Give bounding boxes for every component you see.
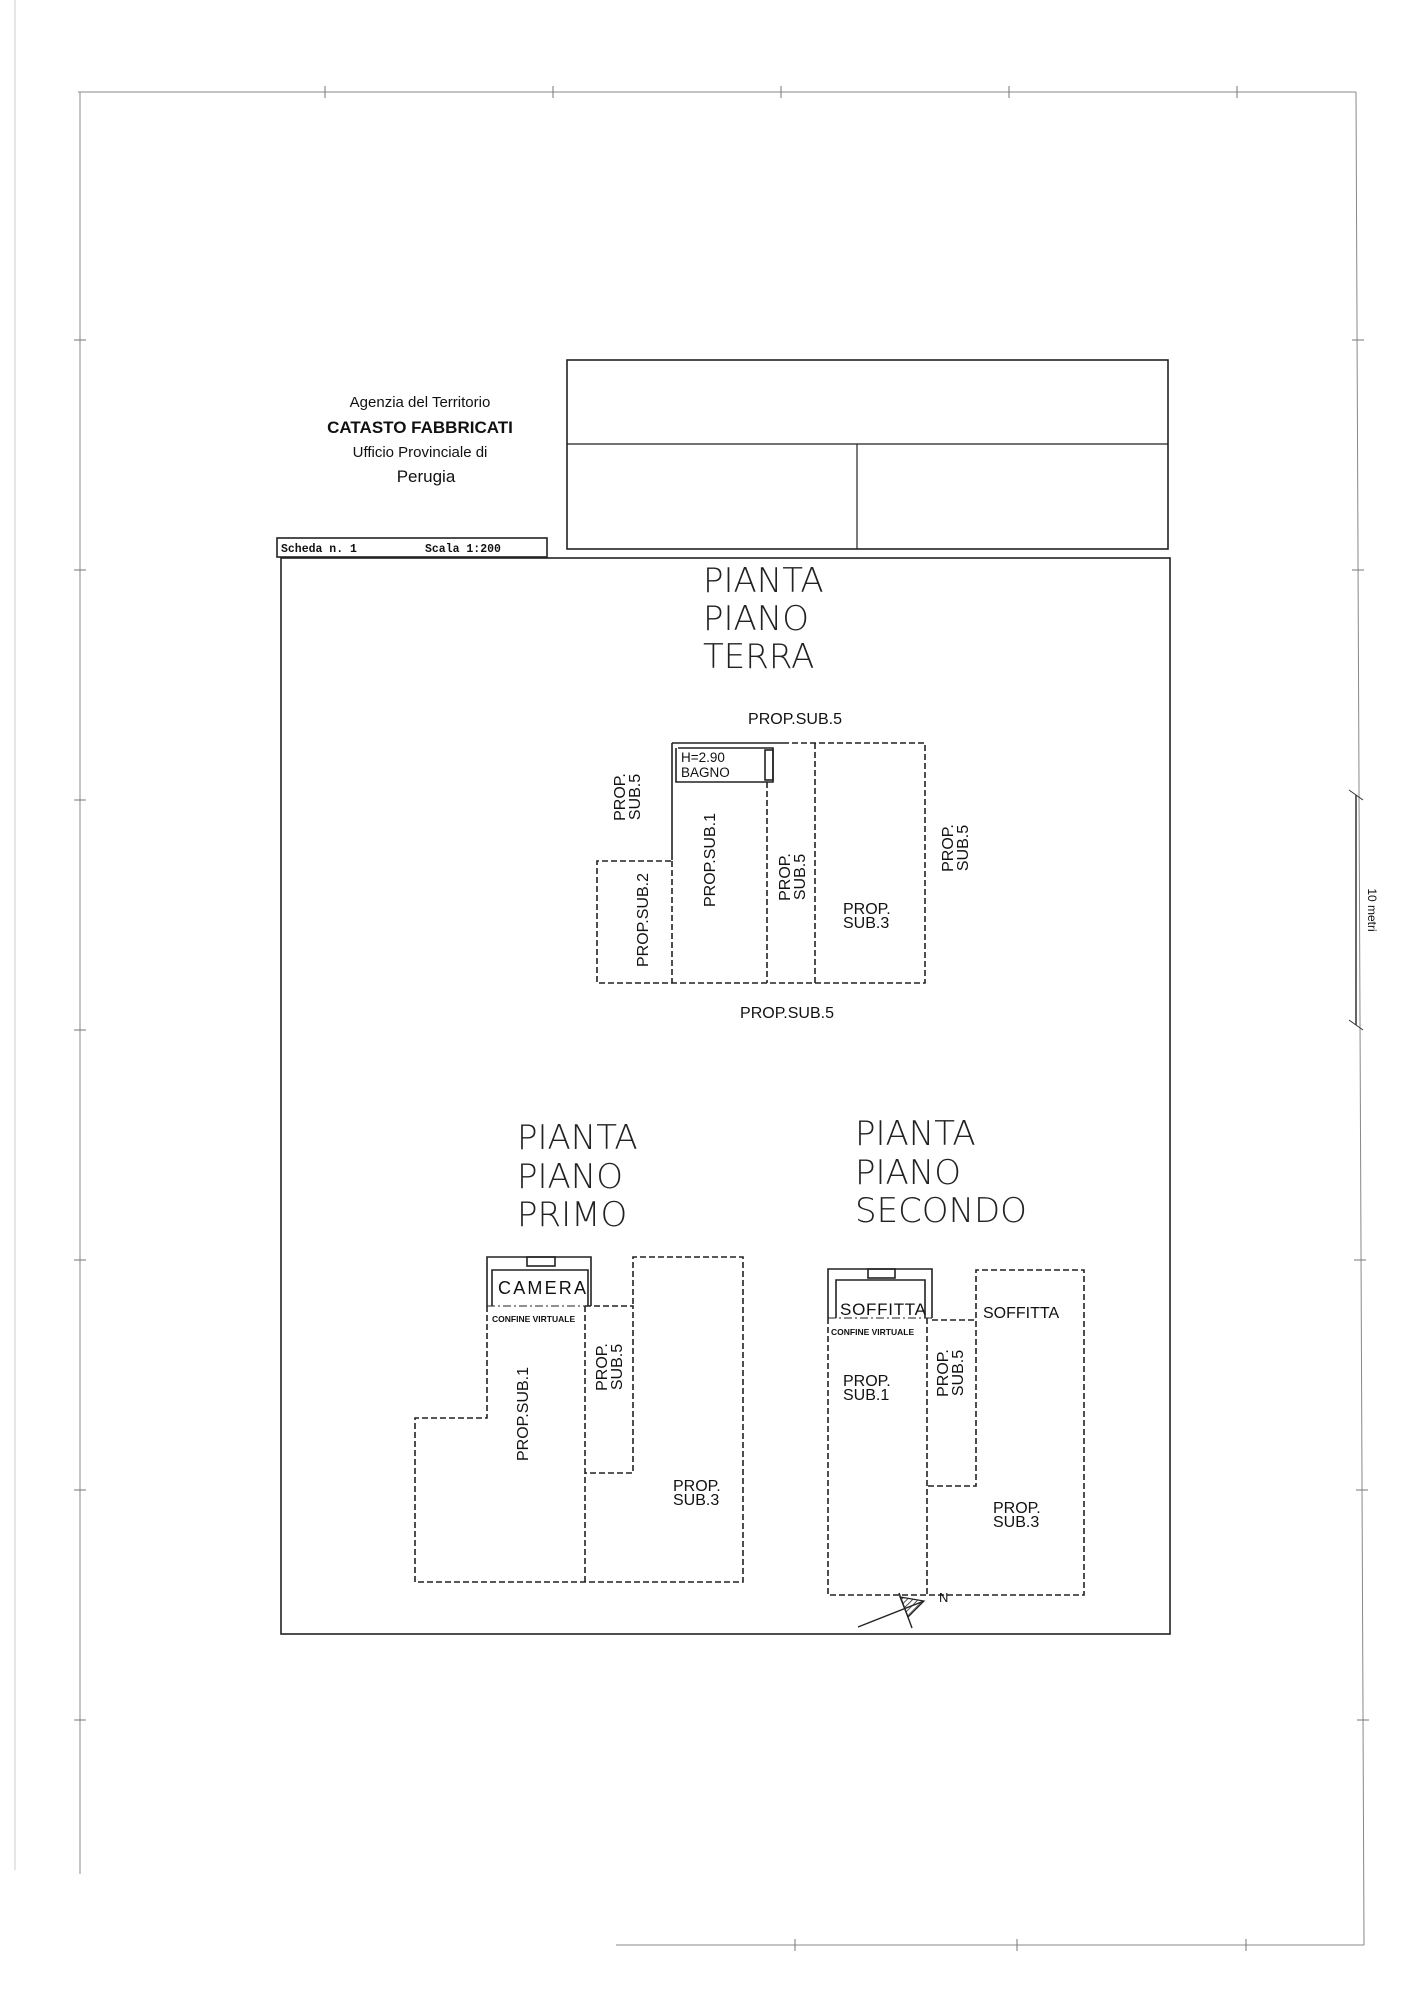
scheda-number: Scheda n. 1 xyxy=(281,543,357,556)
north-arrow-icon: N xyxy=(857,1590,948,1629)
agency-name: Agenzia del Territorio xyxy=(350,394,491,411)
plan-title-line: TERRA xyxy=(703,637,814,677)
north-label: N xyxy=(939,1590,948,1605)
label-sub3: PROP.SUB.3 xyxy=(673,1478,721,1509)
plan-piano-terra: PIANTA PIANO TERRA PROP.SUB.5 PROP.SUB.5… xyxy=(596,561,972,1022)
label-left-sub5: PROP.SUB.5 xyxy=(612,773,644,821)
plan-piano-secondo: PIANTA PIANO SECONDO SOFFITTA CONFINE VI… xyxy=(827,1114,1085,1596)
plan-title-line: PIANO xyxy=(855,1153,961,1193)
office-city: Perugia xyxy=(397,467,456,486)
label-sub3: PROP.SUB.3 xyxy=(993,1500,1041,1531)
label-sub5: PROP.SUB.5 xyxy=(594,1343,626,1391)
room-label-camera: CAMERA xyxy=(498,1278,586,1298)
label-soffitta: SOFFITTA xyxy=(983,1305,1059,1322)
plan-title-line: PIANTA xyxy=(517,1118,638,1158)
label-sub3: PROP.SUB.3 xyxy=(843,901,891,932)
plan-title-line: SECONDO xyxy=(855,1191,1027,1231)
label-right-sub5: PROP.SUB.5 xyxy=(940,824,972,872)
scheda-box: Scheda n. 1 Scala 1:200 xyxy=(276,537,548,558)
room-label-soffitta: SOFFITTA xyxy=(840,1300,927,1319)
label-bottom-sub5: PROP.SUB.5 xyxy=(740,1005,834,1022)
label-sub1: PROP.SUB.1 xyxy=(515,1367,532,1461)
label-sub1: PROP.SUB.1 xyxy=(702,813,719,907)
scale-bar: 10 metri xyxy=(1348,789,1379,1031)
label-sub2: PROP.SUB.2 xyxy=(635,873,652,967)
plan-title-line: PRIMO xyxy=(517,1195,627,1235)
label-sub5: PROP.SUB.5 xyxy=(935,1349,967,1397)
plan-title-line: PIANTA xyxy=(855,1114,976,1154)
agency-header: Agenzia del Territorio CATASTO FABBRICAT… xyxy=(327,394,513,486)
label-sub1: PROP.SUB.1 xyxy=(843,1373,891,1404)
confine-virtuale-label: CONFINE VIRTUALE xyxy=(492,1314,575,1324)
info-box xyxy=(566,359,1169,550)
plan-title-line: PIANTA xyxy=(703,561,824,601)
label-top-sub5: PROP.SUB.5 xyxy=(748,711,842,728)
scale-ratio: Scala 1:200 xyxy=(425,543,501,556)
office-label: Ufficio Provinciale di xyxy=(353,444,488,461)
plan-title-line: PIANO xyxy=(517,1157,623,1197)
catasto-title: CATASTO FABBRICATI xyxy=(327,418,513,437)
outer-frame xyxy=(74,86,1369,1951)
room-label-bagno: BAGNO xyxy=(681,765,730,780)
scale-bar-label: 10 metri xyxy=(1365,888,1379,931)
plan-piano-primo: PIANTA PIANO PRIMO CAMERA CONFINE VIRTUA… xyxy=(414,1118,744,1583)
drawing-frame xyxy=(280,557,1171,1635)
label-mid-sub5: PROP.SUB.5 xyxy=(777,853,809,901)
confine-virtuale-label: CONFINE VIRTUALE xyxy=(831,1327,914,1337)
plan-title-line: PIANO xyxy=(703,599,809,639)
height-label: H=2.90 xyxy=(681,750,725,765)
